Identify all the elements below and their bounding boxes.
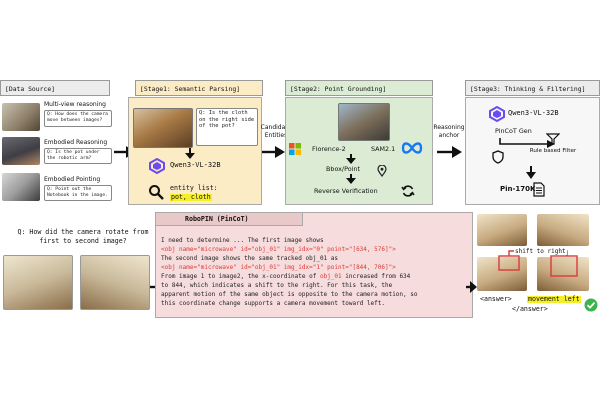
meta-icon [401, 142, 423, 154]
search-icon [149, 185, 164, 200]
qwen-icon [149, 158, 165, 174]
arrow-stage1-to-stage2 [262, 146, 285, 158]
candidate-entities-label: Candidate Entities [260, 124, 292, 139]
embodied-reasoning-question: Q: Is the pot under the robotic arm? [44, 148, 112, 164]
stage1-question: Q: Is the cloth on the right side of the… [196, 108, 258, 146]
rule-filter-label: Rule based Filter [529, 148, 577, 154]
reasoning-line-4: <obj name="microwave" id="obj_01" img_id… [161, 264, 396, 271]
filter-funnel-icon [546, 133, 560, 145]
reasoning-line-7: apparent motion of the same object is op… [161, 291, 418, 298]
entity-list-label: entity list: [170, 184, 218, 192]
reasoning-model-label: RoboPIN (PinCoT) [185, 215, 249, 223]
arrow-stage1-down [185, 148, 195, 159]
stage1-photo [133, 108, 193, 148]
stage3-panel [465, 97, 600, 205]
embodied-pointing-photo [2, 173, 40, 201]
check-circle-icon [584, 298, 598, 312]
reasoning-anchor-label: Reasoning anchor [433, 124, 465, 139]
entity-list-value: pot, cloth [170, 193, 212, 201]
microsoft-icon [289, 143, 301, 155]
embodied-pointing-title: Embodied Pointing [44, 176, 101, 183]
document-icon [533, 182, 545, 197]
stage3-qwen-icon [489, 106, 505, 122]
pin-170k-label: Pin-170K [500, 185, 536, 193]
arrow-stage2-to-stage3 [437, 146, 462, 158]
reasoning-line-6: to 844, which indicates a shift to the r… [161, 282, 393, 289]
reasoning-panel [155, 212, 473, 318]
reverse-verification-label: Reverse Verification [314, 187, 378, 195]
answer-image-2 [537, 214, 589, 246]
answer-value: movement left [527, 295, 581, 303]
stage2-photo [338, 103, 390, 141]
reasoning-line-8: this coordinate change supports a camera… [161, 300, 385, 307]
pincot-gen-arrow [499, 138, 555, 148]
bbox-point-label: Bbox/Point [326, 165, 360, 173]
arrow-stage2-down-1 [346, 154, 356, 164]
example-image-2 [80, 255, 150, 310]
multiview-photo [2, 103, 40, 131]
shield-icon [492, 150, 504, 164]
stage3-model-name: Qwen3-VL-32B [508, 109, 559, 117]
reasoning-line-3: The second image shows the same tracked … [161, 255, 339, 262]
example-image-1 [3, 255, 73, 310]
stage3-header: [Stage3: Thinking & Filtering] [465, 80, 600, 96]
reasoning-line-5-a: From image 1 to image2, the x-coordinate… [161, 273, 320, 280]
answer-open-tag: <answer> [480, 295, 512, 303]
sam-label: SAM2.1 [371, 145, 396, 153]
arrow-stage2-down-2 [346, 174, 356, 184]
embodied-pointing-question: Q: Point out the Notebook in the image. [44, 185, 112, 201]
data-source-header: [Data Source] [0, 80, 110, 96]
multiview-question: Q: How does the camera move between imag… [44, 110, 112, 127]
answer-close-tag: </answer> [512, 305, 548, 313]
arrow-stage3-down [526, 166, 536, 179]
shift-to-right-label: shift to right [514, 248, 567, 255]
reasoning-line-5: From image 1 to image2, the x-coordinate… [161, 272, 410, 281]
answer-image-1 [477, 214, 527, 246]
refresh-icon [401, 185, 415, 197]
multiview-title: Multi-view reasoning [44, 101, 106, 108]
pincot-gen-label: PinCoT Gen [495, 127, 532, 135]
reasoning-line-5-b: increased from 634 [341, 273, 411, 280]
arrow-to-answer [466, 281, 477, 293]
reasoning-line-5-obj: obj_01 [319, 273, 342, 280]
data-source-panel: Multi-view reasoning Q: How does the cam… [0, 97, 115, 205]
reasoning-line-2: <obj name="microwave" id="obj_01" img_id… [161, 246, 396, 253]
answer-image-4 [537, 257, 589, 291]
example-question: Q: How did the camera rotate from first … [17, 228, 149, 245]
reasoning-panel-tab [155, 212, 303, 226]
embodied-reasoning-title: Embodied Reasoning [44, 139, 108, 146]
stage1-header: [Stage1: Semantic Parsing] [135, 80, 263, 96]
reasoning-line-1: I need to determine ... The first image … [161, 237, 324, 244]
location-pin-icon [377, 165, 387, 177]
florence-label: Florence-2 [312, 145, 346, 153]
stage2-header: [Stage2: Point Grounding] [285, 80, 433, 96]
stage1-model-name: Qwen3-VL-32B [170, 161, 221, 169]
embodied-reasoning-photo [2, 137, 40, 165]
